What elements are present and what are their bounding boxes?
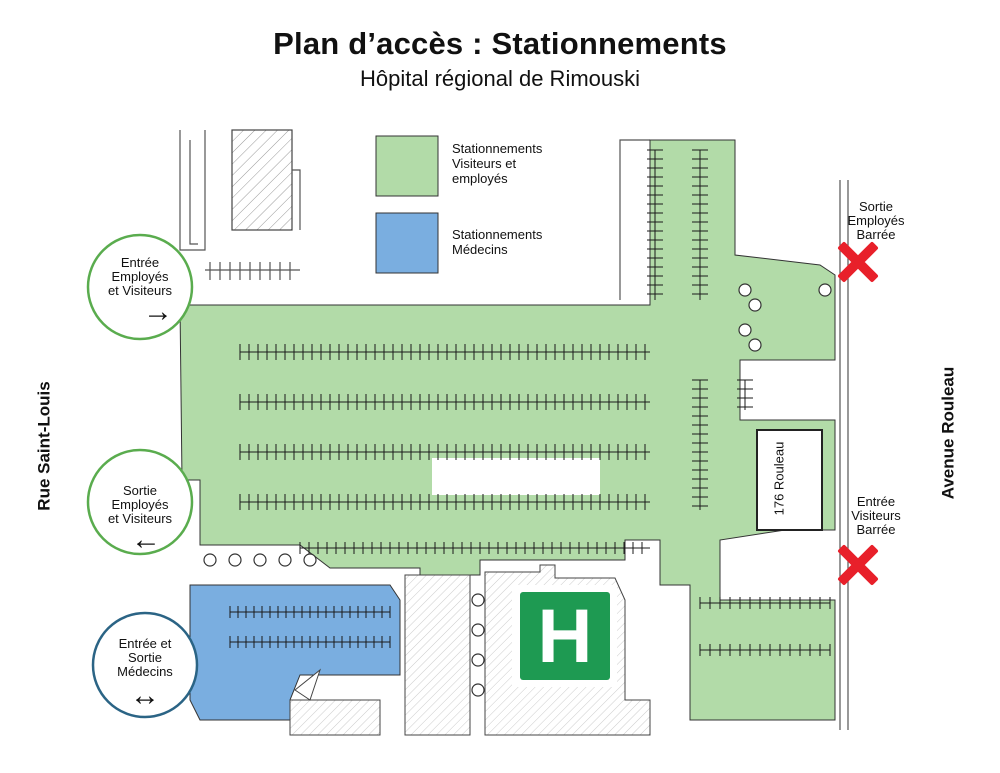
- tree-icon: [203, 553, 217, 567]
- tree-icon: [471, 683, 485, 697]
- street-label-saint-louis: Rue Saint-Louis: [34, 381, 54, 511]
- trees: [203, 283, 832, 697]
- tree-icon: [738, 283, 752, 297]
- hospital-h-letter: H: [538, 594, 593, 679]
- legend-swatch-doctors: [375, 212, 439, 274]
- tree-icon: [748, 338, 762, 352]
- building-176-rouleau-label: 176 Rouleau: [771, 441, 787, 516]
- exit-staff-visitors-label: Sortie Employés et Visiteurs: [107, 483, 173, 526]
- doctors-arrow-both-icon: ↔: [130, 679, 160, 712]
- tree-icon: [471, 653, 485, 667]
- page-subtitle: Hôpital régional de Rimouski: [359, 66, 641, 91]
- legend-swatch-visitors: [375, 135, 439, 197]
- exit-staff-visitors-circle: [86, 448, 194, 556]
- blocked-exit-x-icon: [838, 242, 878, 282]
- parking-markings: [229, 149, 831, 656]
- surroundings: [179, 129, 849, 730]
- tree-icon: [818, 283, 832, 297]
- entry-staff-visitors-circle: [86, 233, 194, 341]
- page-title: Plan d’accès : Stationnements: [273, 26, 727, 61]
- doctors-entry-exit-circle: [91, 611, 199, 719]
- tree-icon: [748, 298, 762, 312]
- tree-icon: [228, 553, 242, 567]
- exit-arrow-left-icon: ←: [131, 523, 161, 556]
- tree-icon: [303, 553, 317, 567]
- tree-icon: [278, 553, 292, 567]
- tree-icon: [253, 553, 267, 567]
- entry-staff-visitors-label: Entrée Employés et Visiteurs: [107, 255, 173, 298]
- doctors-entry-exit-label: Entrée et Sortie Médecins: [117, 636, 173, 679]
- tree-icon: [471, 593, 485, 607]
- exit-staff-blocked-label: Sortie Employés Barrée: [847, 199, 905, 242]
- tree-icon: [738, 323, 752, 337]
- doctors-parking: [189, 584, 401, 721]
- blocked-entry-x-icon: [838, 545, 878, 585]
- street-label-rouleau: Avenue Rouleau: [938, 366, 958, 500]
- hospital-h-sign: [520, 592, 610, 680]
- central-island: [432, 458, 600, 495]
- tree-icon: [471, 623, 485, 637]
- building-176-rouleau: [756, 429, 823, 531]
- entry-arrow-right-icon: →: [143, 295, 173, 328]
- visitor-staff-parking: [179, 139, 836, 721]
- legend-label-visitors: Stationnements Visiteurs et employés: [452, 141, 543, 186]
- entry-visitors-blocked-label: Entrée Visiteurs Barrée: [851, 494, 901, 537]
- legend-label-doctors: Stationnements Médecins: [452, 227, 543, 257]
